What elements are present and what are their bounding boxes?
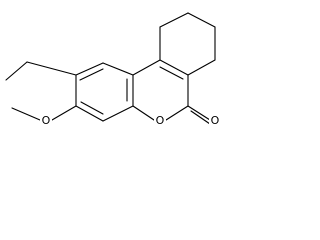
ring-oxygen-background — [154, 113, 166, 127]
chemical-structure-drawing: O O O — [5, 12, 221, 127]
methoxy-bond-ring — [51, 105, 77, 121]
carbonyl-oxygen-background — [209, 113, 221, 127]
middle-ring-bond-top-right-inner — [159, 66, 184, 80]
ethyl-bond-1 — [5, 61, 28, 81]
carbonyl-oxygen-label: O — [211, 114, 220, 127]
ring-oxygen-label: O — [156, 114, 165, 127]
chemical-structure-canvas: O O O — [5, 12, 221, 127]
left-ring-bond-bottom-left — [75, 105, 104, 122]
left-ring-bond-bottom-right — [102, 105, 134, 122]
middle-ring-bond-bottom-right — [165, 105, 189, 121]
left-ring-bond-top-right — [102, 62, 134, 76]
left-ring-bond-bottom-left-inner — [80, 101, 104, 115]
middle-ring-bond-top-right — [159, 59, 189, 76]
right-ring-bond-top-right — [187, 12, 216, 28]
methoxy-oxygen-background — [40, 113, 52, 127]
methoxy-bond-methyl — [11, 107, 41, 121]
right-ring-bond-top-left — [159, 12, 189, 28]
middle-ring-bond-top — [132, 59, 161, 76]
carbonyl-bond-outer — [187, 105, 211, 121]
left-ring-bond-top-left — [75, 62, 104, 76]
left-ring-bond-top-left-inner — [79, 68, 104, 81]
carbonyl-bond-inner — [190, 110, 211, 125]
right-ring-bond-bottom-right — [187, 59, 216, 76]
middle-ring-bond-bottom-left — [132, 105, 155, 121]
methoxy-oxygen-label: O — [42, 114, 51, 127]
ethyl-bond-2 — [26, 61, 77, 76]
